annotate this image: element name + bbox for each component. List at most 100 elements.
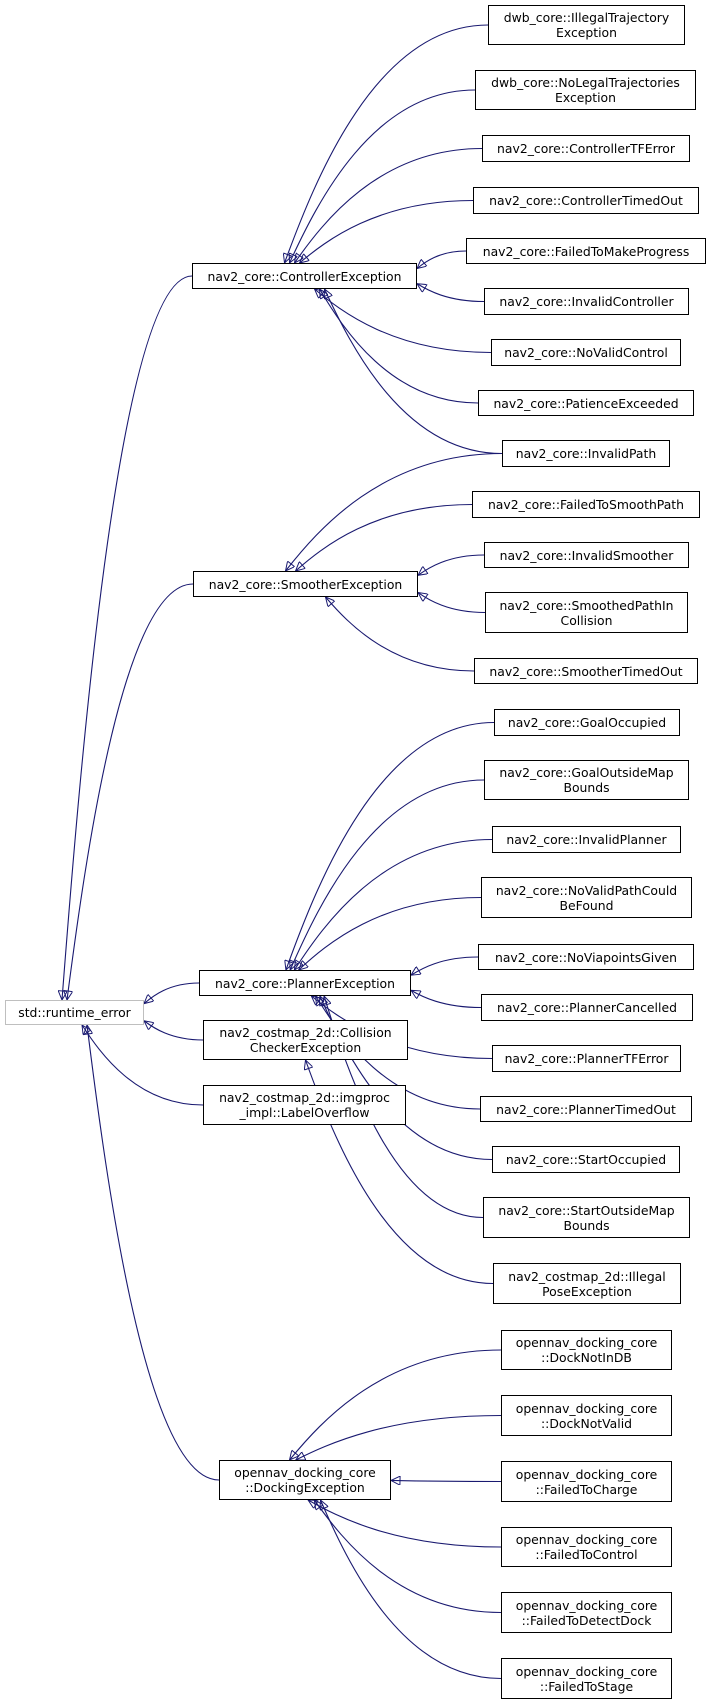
node-label-line: CheckerException — [249, 1040, 362, 1055]
node-failed-to-stage[interactable]: opennav_docking_core::FailedToStage — [501, 1658, 672, 1699]
node-label-line: dwb_core::NoLegalTrajectories — [491, 75, 680, 90]
node-label-line: PoseException — [542, 1283, 632, 1299]
node-planner-timed-out[interactable]: nav2_core::PlannerTimedOut — [480, 1096, 692, 1122]
node-label-line: nav2_core::PatienceExceeded — [493, 395, 679, 411]
edge-failed_to_smooth_path-to-smoother_exception — [296, 503, 473, 572]
node-failed-to-charge[interactable]: opennav_docking_core::FailedToCharge — [501, 1461, 672, 1502]
node-label-line: ::DockNotInDB — [541, 1350, 632, 1365]
node-label-line: ::FailedToDetectDock — [521, 1612, 652, 1628]
edge-failed_to_detect_dock-to-docking_exception — [314, 1500, 502, 1614]
node-label-line: nav2_core::SmoothedPathIn — [499, 597, 674, 613]
edge-patience_exceeded-to-controller_exception — [320, 289, 479, 404]
node-label-line: nav2_costmap_2d::Illegal — [508, 1268, 666, 1284]
node-label-line: nav2_core::NoValidControl — [504, 345, 668, 360]
node-label-line: nav2_core::FailedToMakeProgress — [482, 243, 690, 259]
edge-goal_occupied-to-planner_exception — [286, 721, 495, 971]
edge-invalid_controller-to-controller_exception — [417, 284, 485, 303]
node-failed-to-smooth-path[interactable]: nav2_core::FailedToSmoothPath — [472, 491, 700, 518]
node-no-viapoints-given[interactable]: nav2_core::NoViapointsGiven — [478, 944, 694, 970]
node-planner-cancelled[interactable]: nav2_core::PlannerCancelled — [481, 994, 693, 1021]
edge-failed_to_control-to-docking_exception — [308, 1500, 502, 1548]
node-dock-not-in-db[interactable]: opennav_docking_core::DockNotInDB — [501, 1330, 672, 1370]
node-label-overflow[interactable]: nav2_costmap_2d::imgproc_impl::LabelOver… — [203, 1085, 406, 1125]
node-smoother-timed-out[interactable]: nav2_core::SmootherTimedOut — [474, 658, 698, 684]
node-failed-to-control[interactable]: opennav_docking_core::FailedToControl — [501, 1527, 672, 1567]
node-label-line: ::DockNotValid — [540, 1415, 633, 1431]
node-label-line: nav2_core::InvalidSmoother — [499, 547, 674, 563]
edge-invalid_smoother-to-smoother_exception — [418, 554, 485, 575]
node-label-line: nav2_core::GoalOccupied — [507, 715, 667, 730]
edge-controller_timed_out-to-controller_exception — [300, 199, 474, 264]
node-label-line: nav2_core::InvalidPath — [515, 446, 657, 461]
edge-smoother_exception-to-runtime_error — [67, 583, 194, 1000]
node-label-line: nav2_core::SmootherTimedOut — [489, 663, 683, 679]
node-invalid-controller[interactable]: nav2_core::InvalidController — [484, 288, 689, 315]
edge-planner_exception-to-runtime_error — [144, 982, 200, 1004]
node-label-line: opennav_docking_core — [515, 1400, 658, 1416]
node-label-line: opennav_docking_core — [515, 1335, 658, 1350]
node-goal-occupied[interactable]: nav2_core::GoalOccupied — [494, 709, 680, 736]
node-planner-exception[interactable]: nav2_core::PlannerException — [199, 970, 411, 996]
node-label-line: nav2_core::StartOccupied — [505, 1152, 667, 1167]
edge-goal_outside_map_bounds-to-planner_exception — [290, 779, 485, 970]
node-label-line: opennav_docking_core — [515, 1597, 658, 1613]
node-controller-exception[interactable]: nav2_core::ControllerException — [192, 263, 417, 289]
edge-smoothed_path_in_collision-to-smoother_exception — [418, 593, 486, 614]
node-smoother-exception[interactable]: nav2_core::SmootherException — [193, 571, 418, 597]
edge-planner_timed_out-to-planner_exception — [316, 996, 481, 1110]
edge-dock_not_valid-to-docking_exception — [296, 1414, 502, 1461]
node-label-line: nav2_core::PlannerTimedOut — [496, 1101, 676, 1117]
node-label-line: opennav_docking_core — [515, 1532, 658, 1547]
edge-invalid_path-to-controller_exception — [325, 289, 503, 455]
node-planner-tf-error[interactable]: nav2_core::PlannerTFError — [492, 1045, 681, 1072]
node-label-line: ::FailedToCharge — [535, 1481, 638, 1497]
edge-smoother_timed_out-to-smoother_exception — [326, 597, 475, 672]
edge-dock_not_in_db-to-docking_exception — [290, 1349, 502, 1460]
edge-invalid_path-to-smoother_exception — [286, 452, 503, 572]
node-invalid-planner[interactable]: nav2_core::InvalidPlanner — [492, 826, 681, 853]
node-no-valid-control[interactable]: nav2_core::NoValidControl — [491, 339, 681, 366]
node-label-line: BeFound — [559, 897, 614, 913]
node-docking-exception[interactable]: opennav_docking_core::DockingException — [219, 1460, 391, 1500]
edge-controller_tf_error-to-controller_exception — [295, 147, 483, 264]
edge-collision_checker_exception-to-runtime_error — [144, 1021, 204, 1041]
node-failed-to-make-progress[interactable]: nav2_core::FailedToMakeProgress — [466, 238, 706, 264]
edge-invalid_planner-to-planner_exception — [294, 838, 493, 971]
node-controller-tf-error[interactable]: nav2_core::ControllerTFError — [482, 135, 690, 162]
node-label-line: nav2_core::NoValidPathCould — [495, 882, 678, 898]
edge-no_viapoints_given-to-planner_exception — [411, 956, 479, 975]
node-label-line: nav2_core::StartOutsideMap — [498, 1202, 675, 1218]
node-invalid-smoother[interactable]: nav2_core::InvalidSmoother — [484, 542, 689, 568]
node-failed-to-detect-dock[interactable]: opennav_docking_core::FailedToDetectDock — [501, 1592, 672, 1633]
node-label-line: nav2_core::FailedToSmoothPath — [487, 497, 685, 512]
node-label-line: nav2_core::PlannerException — [215, 975, 395, 991]
node-dock-not-valid[interactable]: opennav_docking_core::DockNotValid — [501, 1395, 672, 1436]
edge-failed_to_charge-to-docking_exception — [391, 1480, 502, 1481]
node-label-line: ::FailedToStage — [539, 1678, 634, 1694]
node-label-line: Collision — [560, 612, 613, 628]
node-label-line: nav2_core::SmootherException — [208, 576, 403, 592]
node-label-line: Exception — [556, 25, 617, 40]
node-patience-exceeded[interactable]: nav2_core::PatienceExceeded — [478, 390, 694, 416]
edge-planner_cancelled-to-planner_exception — [411, 990, 482, 1009]
node-start-occupied[interactable]: nav2_core::StartOccupied — [492, 1146, 680, 1173]
node-label-line: std::runtime_error — [18, 1005, 131, 1020]
node-label-line: nav2_core::NoViapointsGiven — [494, 949, 678, 965]
edge-label_overflow-to-runtime_error — [82, 1025, 204, 1106]
node-label-line: nav2_core::InvalidPlanner — [506, 832, 667, 847]
node-label-line: Exception — [555, 90, 616, 105]
node-label-line: nav2_costmap_2d::imgproc — [219, 1090, 390, 1105]
node-controller-timed-out[interactable]: nav2_core::ControllerTimedOut — [473, 187, 699, 214]
node-invalid-path[interactable]: nav2_core::InvalidPath — [502, 440, 670, 467]
edge-no_valid_path_could_be_found-to-planner_exception — [299, 896, 482, 971]
